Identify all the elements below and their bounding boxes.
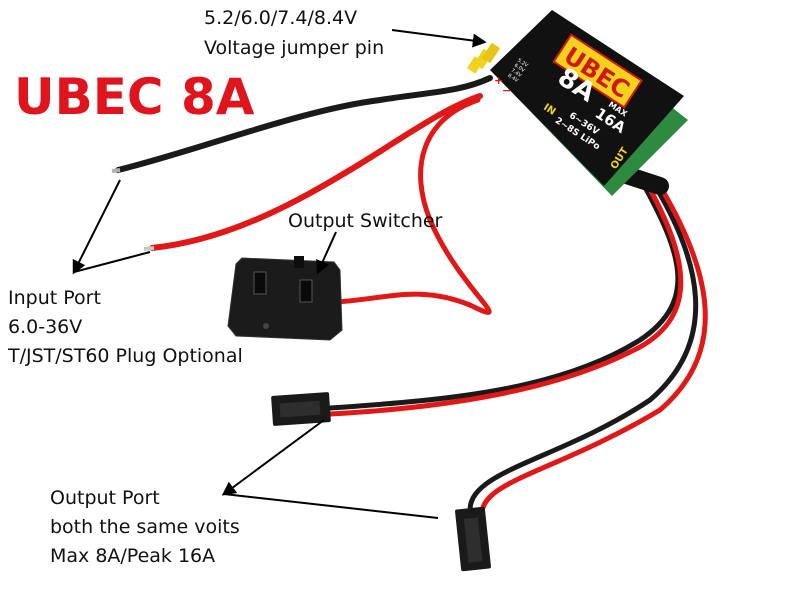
output-switcher[interactable] [227, 256, 343, 341]
switch-slot-left [253, 271, 267, 295]
polarity-minus: − [502, 84, 511, 97]
voltage-jumper-arrow [391, 29, 487, 48]
ubec-module: UBEC 8A MAX 16A IN 6~36V 2~8S LiPo OUT 5… [466, 10, 688, 196]
switch-slot-right [299, 279, 313, 303]
brand-label [552, 33, 643, 109]
input-red-wire [149, 93, 483, 251]
output-black-wire-2 [467, 181, 699, 513]
servo-plug-1 [271, 392, 331, 426]
input-port-line-3: T/JST/ST60 Plug Optional [7, 345, 243, 367]
polarity-plus: + [494, 74, 503, 87]
input-black-wire [115, 75, 493, 173]
voltage-jumper-line-2: Voltage jumper pin [204, 37, 384, 59]
jumper-label-60: 6.0V [513, 63, 526, 75]
output-black-wire-1 [327, 175, 681, 411]
switch-body [227, 257, 343, 341]
input-port-arrow-black [72, 179, 121, 275]
output-switcher-arrow [316, 231, 337, 275]
output-port-line-3: Max 8A/Peak 16A [50, 545, 215, 567]
input-port-line-1: Input Port [8, 287, 101, 309]
switch-red-wire [335, 97, 492, 315]
input-port-line-2: 6.0-36V [8, 316, 82, 338]
voltage-jumper-line-1: 5.2/6.0/7.4/8.4V [204, 7, 357, 29]
jumper-label-74: 7.4V [510, 68, 523, 80]
voltage-jumper-pins[interactable] [466, 42, 501, 74]
input-red-wire-tip [143, 246, 155, 251]
output-red-wire-2 [479, 183, 708, 515]
servo-plug-2 [455, 506, 491, 572]
jumper-label-52: 5.2V [516, 58, 529, 70]
switch-top-ridge [294, 256, 304, 268]
input-port-arrow-red [73, 251, 151, 273]
output-port-arrow-1 [221, 419, 325, 496]
output-port-line-1: Output Port [50, 487, 160, 509]
module-body [490, 10, 684, 186]
input-black-wire-tip [111, 168, 121, 173]
output-port-arrow-2 [223, 493, 439, 519]
output-red-wire-1 [327, 179, 684, 417]
page-title: UBEC 8A [14, 68, 255, 126]
output-switcher-label: Output Switcher [288, 210, 443, 232]
jumper-label-84: 8.4V [506, 73, 519, 85]
output-port-line-2: both the same voits [50, 516, 240, 538]
switch-screw-hole [263, 323, 269, 329]
